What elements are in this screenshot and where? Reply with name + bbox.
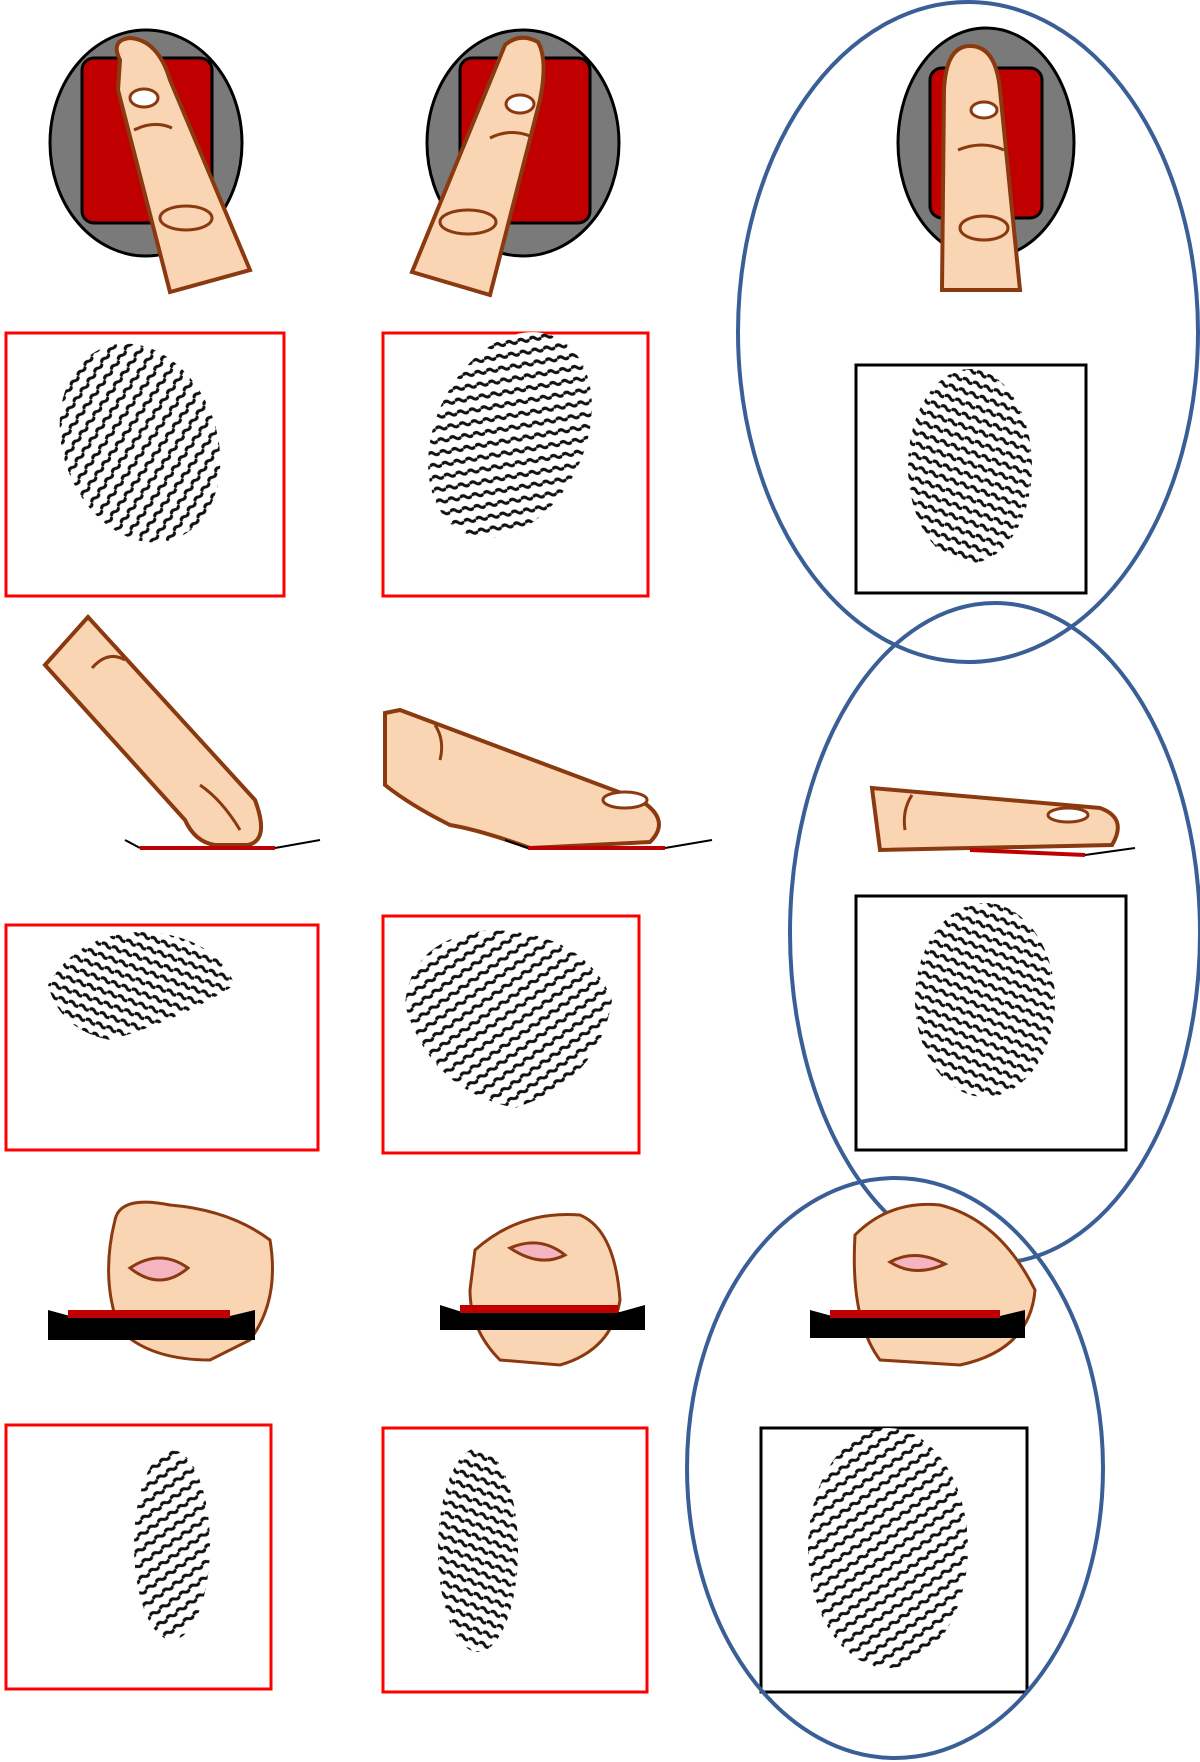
fingerprint-icon [908, 369, 1032, 563]
finger-on-sensor-icon [412, 30, 619, 295]
finger-side-icon [872, 788, 1135, 855]
fingerprint-icon [915, 903, 1055, 1097]
finger-side-icon [385, 710, 712, 848]
row-roll [6, 1178, 1103, 1758]
finger-side-icon [45, 617, 320, 848]
row-pitch [6, 603, 1200, 1263]
fingerprint-icon [438, 1448, 518, 1652]
fingerprint-icon [134, 1450, 210, 1640]
hand-rolling-icon [440, 1214, 645, 1365]
fingerprint-icon [808, 1428, 968, 1668]
finger-on-sensor-icon [50, 30, 250, 292]
hand-rolling-icon [48, 1202, 273, 1360]
row-tilt [6, 2, 1198, 662]
hand-rolling-icon [810, 1204, 1035, 1365]
finger-on-sensor-icon [898, 28, 1074, 290]
